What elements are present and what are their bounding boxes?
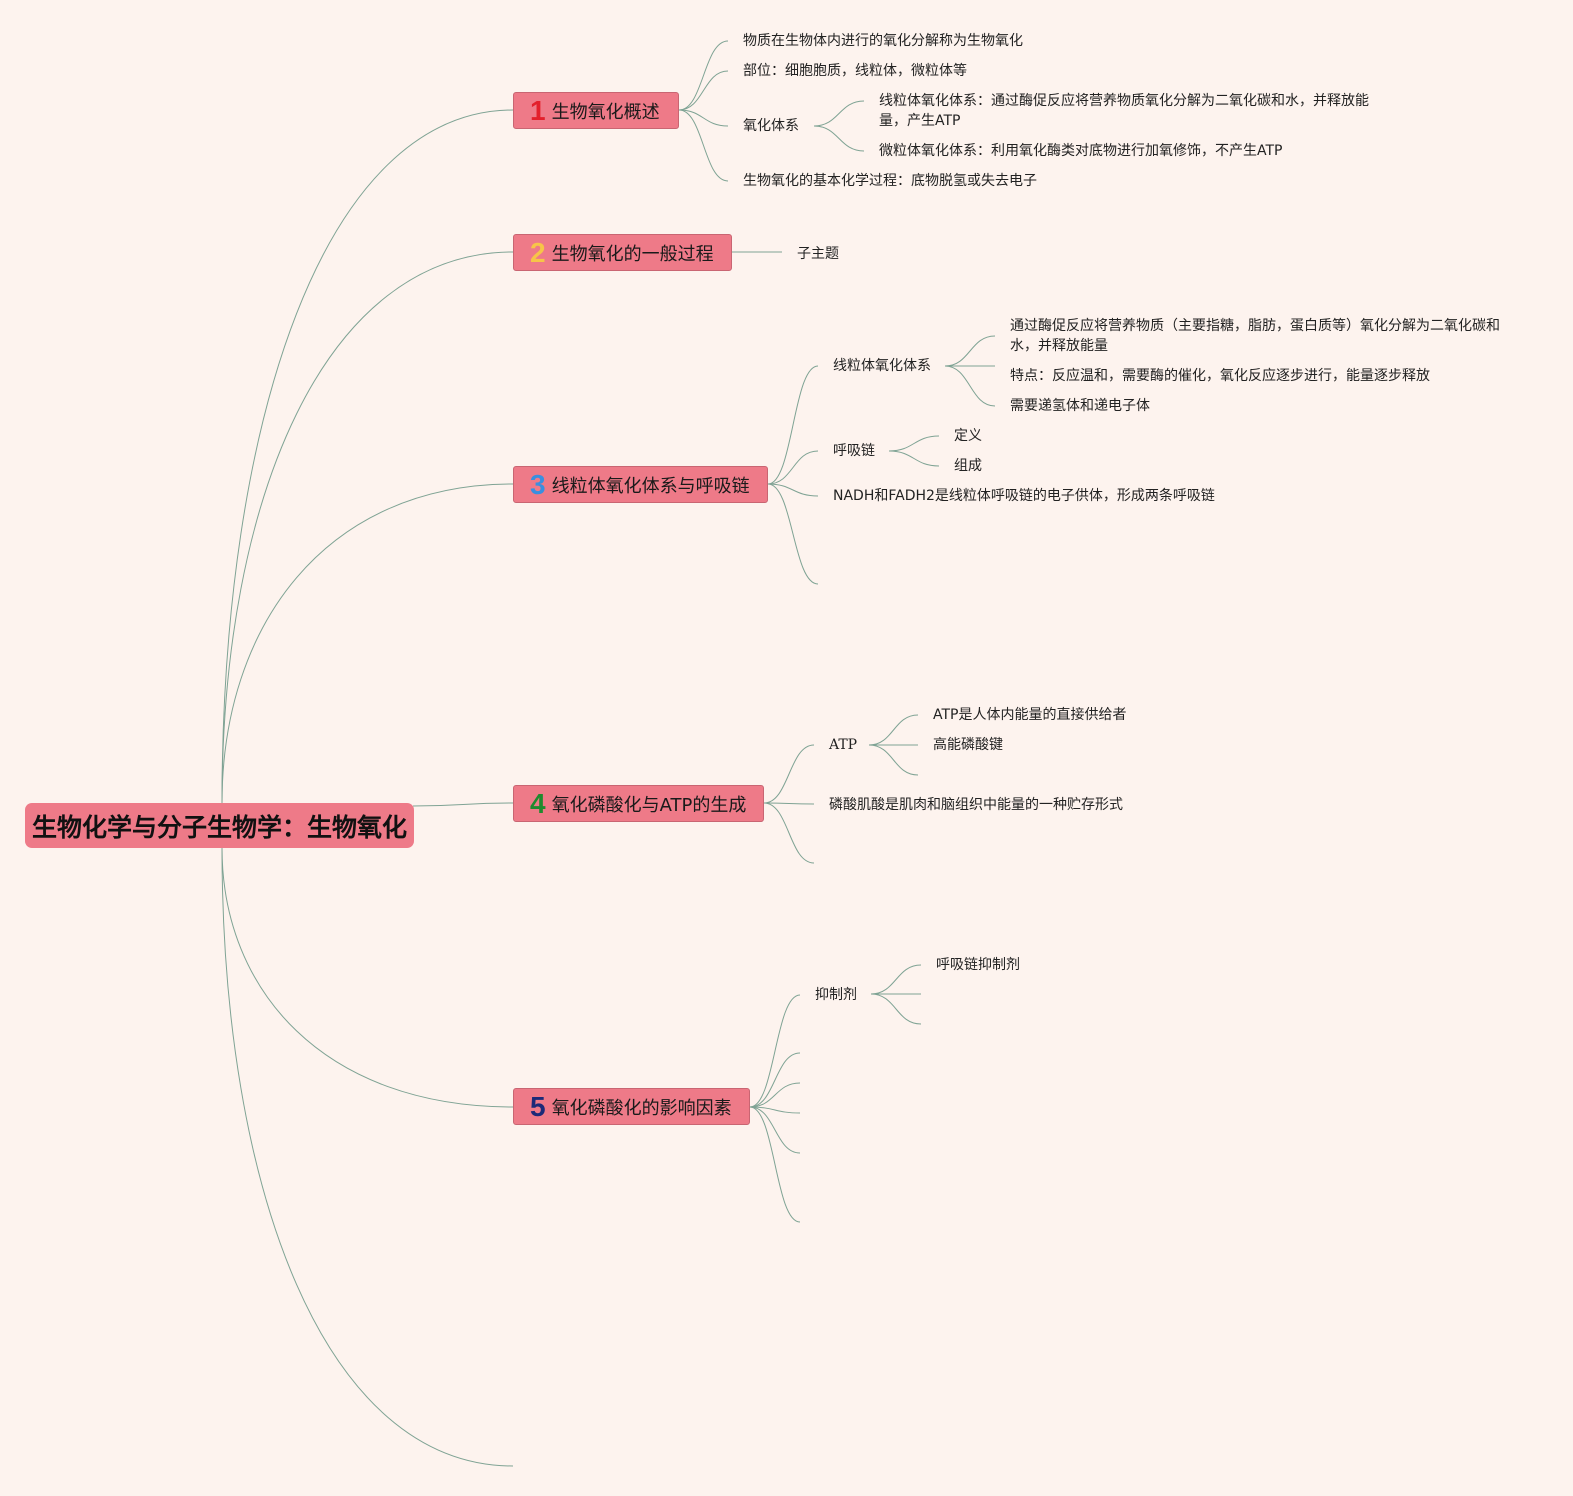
link-b5-item-2 xyxy=(749,1052,801,1108)
branch-4-label: 氧化磷酸化与ATP的生成 xyxy=(551,794,747,816)
branch-5-number: 5 xyxy=(530,1090,546,1122)
link-b4-atp-3 xyxy=(868,744,919,776)
link-b1-sub-1 xyxy=(813,100,865,127)
link-b3-item-2 xyxy=(767,450,819,485)
link-root-branch-4 xyxy=(412,802,514,807)
link-b5-item-3 xyxy=(749,1082,801,1108)
link-b3-mito-1 xyxy=(944,335,996,367)
branch-5-inhibitor-1[interactable]: 呼吸链抑制剂 xyxy=(936,957,1020,973)
branch-3-item-2[interactable]: 呼吸链 xyxy=(833,443,875,459)
branch-3-topic[interactable]: 3 线粒体氧化体系与呼吸链 xyxy=(513,466,768,503)
branch-3-item-3[interactable]: NADH和FADH2是线粒体呼吸链的电子供体，形成两条呼吸链 xyxy=(833,488,1215,504)
link-b1-item-3 xyxy=(678,109,729,127)
link-b3-item-4 xyxy=(767,483,819,585)
link-root-branch-1 xyxy=(221,109,514,804)
link-b5-item-1 xyxy=(749,994,801,1108)
branch-1-item-3[interactable]: 氧化体系 xyxy=(743,118,799,134)
branch-1-topic[interactable]: 1 生物氧化概述 xyxy=(513,92,679,129)
link-root-branch-6 xyxy=(221,847,514,1467)
link-b3-chain-2 xyxy=(888,450,940,467)
branch-5-item-1[interactable]: 抑制剂 xyxy=(815,987,857,1003)
link-b3-item-3 xyxy=(767,483,819,497)
branch-3-label: 线粒体氧化体系与呼吸链 xyxy=(551,475,750,497)
link-b5-item-4 xyxy=(749,1106,801,1114)
branch-1-item-2[interactable]: 部位：细胞胞质，线粒体，微粒体等 xyxy=(743,63,967,79)
link-b3-chain-1 xyxy=(888,435,940,452)
link-b4-atp-1 xyxy=(868,714,919,746)
branch-2-topic[interactable]: 2 生物氧化的一般过程 xyxy=(513,234,732,271)
branch-1-label: 生物氧化概述 xyxy=(551,101,660,123)
branch-2-label: 生物氧化的一般过程 xyxy=(551,243,714,265)
branch-3-mito-3[interactable]: 需要递氢体和递电子体 xyxy=(1010,398,1150,414)
link-b5-item-5 xyxy=(749,1106,801,1154)
root-title: 生物化学与分子生物学：生物氧化 xyxy=(31,812,407,842)
link-b5-inhibitor-1 xyxy=(870,964,922,995)
link-b1-sub-2 xyxy=(813,125,865,152)
link-b1-item-2 xyxy=(678,70,729,111)
link-root-branch-5 xyxy=(221,847,514,1108)
branch-4-item-1[interactable]: ATP xyxy=(829,737,858,753)
branch-4-topic[interactable]: 4 氧化磷酸化与ATP的生成 xyxy=(513,785,764,822)
link-b5-inhibitor-3 xyxy=(870,993,922,1025)
branch-3-number: 3 xyxy=(530,468,546,500)
link-b4-item-2 xyxy=(763,802,815,805)
branch-2-item-1[interactable]: 子主题 xyxy=(797,246,839,262)
link-b3-item-1 xyxy=(767,365,819,485)
branch-1-sub-2[interactable]: 微粒体氧化体系：利用氧化酶类对底物进行加氧修饰，不产生ATP xyxy=(879,143,1283,159)
link-b1-item-1 xyxy=(678,40,729,111)
branch-1-item-1[interactable]: 物质在生物体内进行的氧化分解称为生物氧化 xyxy=(743,33,1023,49)
branch-3-mito-2[interactable]: 特点：反应温和，需要酶的催化，氧化反应逐步进行，能量逐步释放 xyxy=(1010,368,1430,384)
branch-3-mito-1[interactable]: 通过酶促反应将营养物质（主要指糖，脂肪，蛋白质等）氧化分解为二氧化碳和水，并释放… xyxy=(1010,318,1500,354)
branch-5-topic[interactable]: 5 氧化磷酸化的影响因素 xyxy=(513,1088,750,1125)
link-b3-mito-3 xyxy=(944,365,996,407)
branch-4-atp-1[interactable]: ATP是人体内能量的直接供给者 xyxy=(933,707,1127,723)
branch-1-number: 1 xyxy=(530,94,546,126)
branch-3-chain-1[interactable]: 定义 xyxy=(954,428,982,444)
branch-1-sub-1[interactable]: 线粒体氧化体系：通过酶促反应将营养物质氧化分解为二氧化碳和水，并释放能量，产生A… xyxy=(879,93,1369,129)
branch-2-number: 2 xyxy=(530,236,546,268)
link-b4-item-3 xyxy=(763,802,815,864)
branch-4-item-2[interactable]: 磷酸肌酸是肌肉和脑组织中能量的一种贮存形式 xyxy=(829,797,1123,813)
branch-5-label: 氧化磷酸化的影响因素 xyxy=(551,1097,732,1119)
branch-3-chain-2[interactable]: 组成 xyxy=(954,458,982,474)
branch-4-number: 4 xyxy=(530,787,546,819)
branch-3-item-1[interactable]: 线粒体氧化体系 xyxy=(833,358,931,374)
branch-4-atp-2[interactable]: 高能磷酸键 xyxy=(933,737,1003,753)
root-topic[interactable]: 生物化学与分子生物学：生物氧化 xyxy=(25,803,414,848)
branch-1-item-4[interactable]: 生物氧化的基本化学过程：底物脱氢或失去电子 xyxy=(743,173,1037,189)
link-root-branch-2 xyxy=(221,251,514,804)
link-b1-item-4 xyxy=(678,109,729,182)
link-b5-item-6 xyxy=(749,1106,801,1223)
link-b4-item-1 xyxy=(763,744,815,804)
link-root-branch-3 xyxy=(221,483,514,804)
